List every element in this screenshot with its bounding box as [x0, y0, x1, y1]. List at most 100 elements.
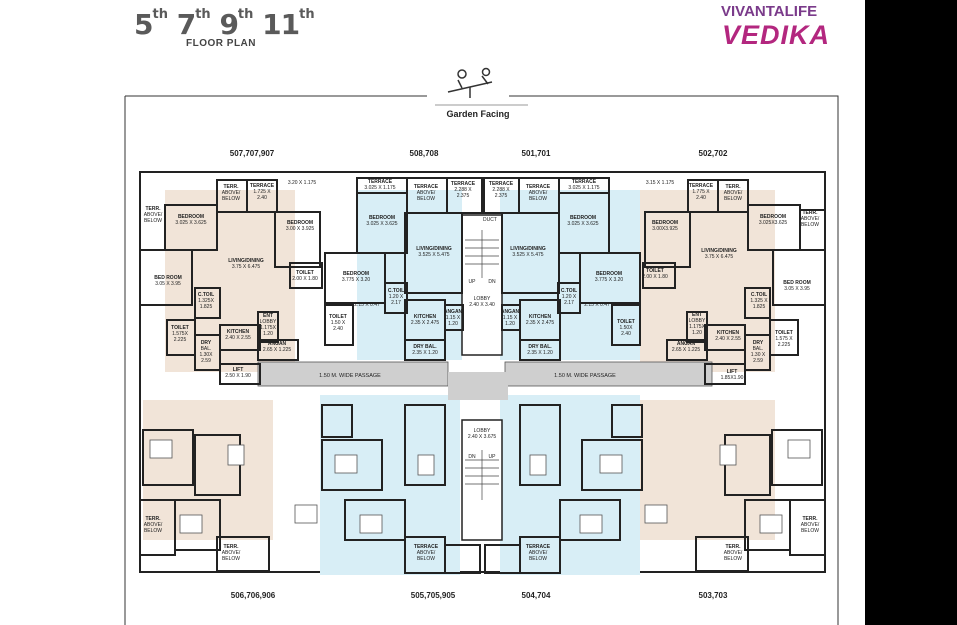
room-label: 3.15 X 1.175 [646, 180, 675, 186]
room-label-line: TERR. [803, 516, 819, 522]
room-label-line: 3.025 X 1.175 [568, 185, 599, 191]
room-label-line: TERR. [146, 206, 162, 212]
room-label-line: 3.75 X 6.475 [232, 264, 261, 270]
room-label-line: 2.288 X [492, 187, 510, 193]
brand-main: VEDIKA [722, 20, 831, 50]
room-label-line: 2.35 X 1.20 [527, 350, 553, 356]
left-wing-walls [139, 179, 323, 572]
room-label-line: ABOVE/ [529, 550, 548, 556]
room-label: 2.15 X 0.47 [354, 302, 380, 308]
floor-number: 11 [262, 8, 300, 41]
room-label-line: 1.20 [692, 330, 702, 336]
room-label-line: LIFT [727, 369, 738, 375]
room-label-line: 2.00 X 1.80 [292, 276, 318, 282]
room-label-line: 2.40 [257, 195, 267, 201]
room-label-line: TERR. [224, 544, 240, 550]
flat-number: 505,705,905 [411, 591, 456, 600]
room-label-line: BEDROOM [760, 214, 786, 220]
room-label-line: BED ROOM [154, 275, 182, 281]
ordinal-suffix: th [237, 7, 254, 22]
room-label-line: DRY BAL. [413, 344, 437, 350]
room-label-line: 3.525 X 5.475 [418, 252, 449, 258]
room-label-line: ANGAN [677, 341, 696, 347]
room-label-line: 3.20 X 1.175 [288, 180, 317, 186]
room-label-line: BELOW [222, 196, 240, 202]
room-label-line: 2.17 [564, 300, 574, 306]
room-label-line: 2.59 [753, 358, 763, 364]
room-label: TERR.ABOVE/BELOW [724, 544, 743, 562]
room-label-line: BEDROOM [652, 220, 678, 226]
room-label-line: ABOVE/ [724, 190, 743, 196]
room-label-line: 2.35 X 2.475 [526, 320, 555, 326]
passage-label: 1.50 M. WIDE PASSAGE [319, 373, 381, 379]
room-label-line: 2.35 X 1.20 [412, 350, 438, 356]
room-label-line: 2.40 X 2.55 [715, 336, 741, 342]
room-label-line: BEDROOM [343, 271, 369, 277]
room-label-line: C.TOIL [561, 288, 577, 294]
room-label-line: 2.15 X 0.47 [354, 302, 380, 308]
room-label-line: TERR. [146, 516, 162, 522]
room-label-line: BELOW [801, 222, 819, 228]
room-label-line: BELOW [417, 196, 435, 202]
passage-center [448, 372, 508, 400]
room-label-line: 2.40 [696, 195, 706, 201]
core-bottom [461, 419, 503, 541]
room-label-line: 3.025 X 3.625 [366, 221, 397, 227]
room-label-line: ABOVE/ [222, 190, 241, 196]
room-label-line: BELOW [529, 556, 547, 562]
room-label-line: ANGAN [501, 309, 520, 315]
room-label-line: BED ROOM [783, 280, 811, 286]
passage-left [257, 361, 449, 387]
room-label-line: 3.75 X 6.475 [705, 254, 734, 260]
room-label-line: 1.15 X [446, 315, 461, 321]
floor-number: 9 [219, 8, 239, 41]
room-label-line: 1.325 X [750, 298, 768, 304]
room-label-line: TERRACE [526, 544, 551, 550]
brand-top: VIVANTALIFE [721, 3, 818, 20]
room-label-line: 1.175X [689, 324, 706, 330]
room-label-line: KITCHEN [529, 314, 552, 320]
room-label: TERR.ABOVE/BELOW [144, 516, 163, 534]
lobby-label: LOBBY [474, 296, 491, 302]
bed-icon [759, 514, 783, 534]
room-label-line: TERRACE [414, 184, 439, 190]
bed-icon [787, 439, 811, 459]
room-label-line: TERR. [726, 544, 742, 550]
flat-number: 503,703 [699, 591, 728, 600]
floor-plan-drawing: Garden Facing 507,707,907 508,708 501,70… [124, 67, 839, 625]
room-label-line: TERRACE [526, 184, 551, 190]
lobby-label: LOBBY [474, 428, 491, 434]
bed-icon [149, 439, 173, 459]
furniture [149, 439, 811, 534]
room-label-line: 1.20 [505, 321, 515, 327]
center-right-walls [483, 177, 643, 574]
room-label-line: LIVING/DINING [416, 246, 452, 252]
room-label: TERR.ABOVE/BELOW [222, 544, 241, 562]
room-label-line: BAL. [753, 346, 764, 352]
room-label-line: TOILET [646, 268, 664, 274]
room-label-line: LIFT [233, 367, 244, 373]
room-label-line: ABOVE/ [144, 522, 163, 528]
